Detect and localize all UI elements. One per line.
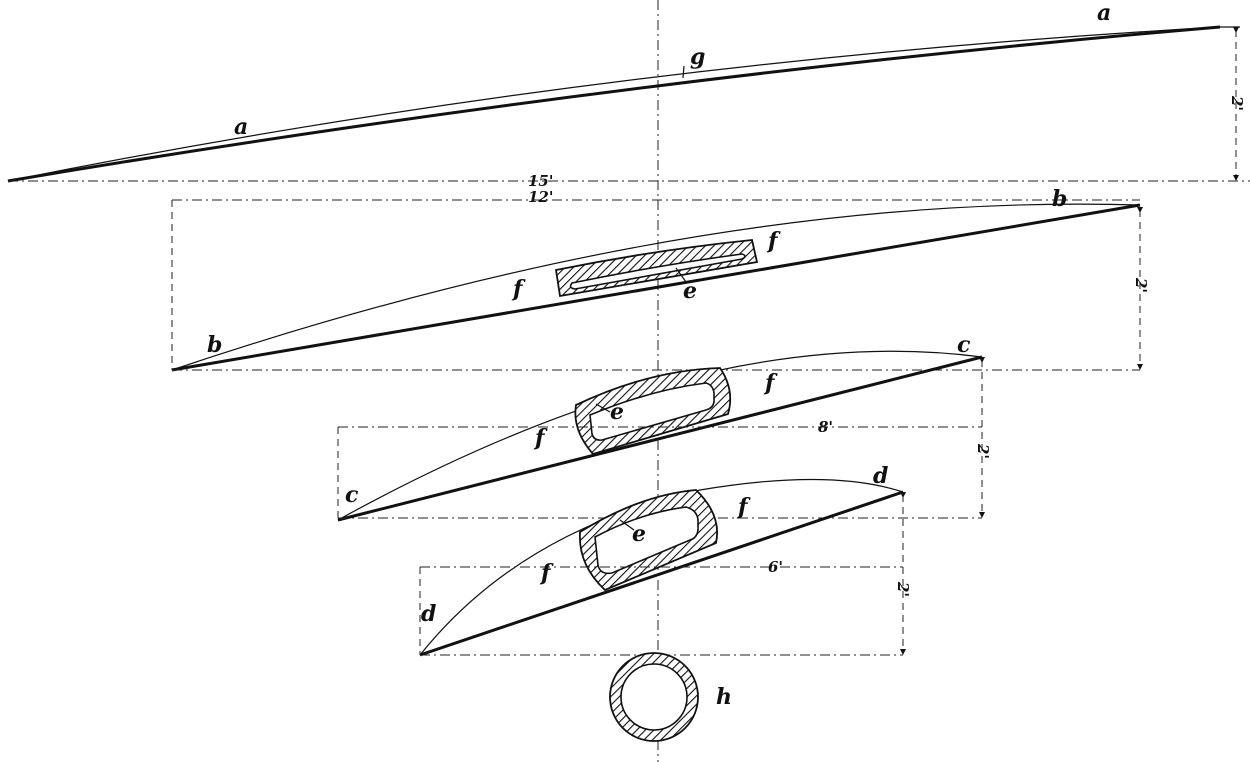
dimension-label-15ft: 15' [528, 172, 553, 190]
label-e-d: e [632, 521, 646, 547]
section-a [7, 25, 1250, 183]
section-c [337, 350, 985, 522]
label-b-right: b [1052, 186, 1067, 212]
dimension-label-12ft: 12' [528, 188, 553, 206]
dimension-label-height-a: 2' [1228, 95, 1246, 111]
dimension-label-8ft: 8' [818, 418, 833, 436]
label-d-left: d [421, 601, 436, 627]
label-f-d-right: f [736, 494, 751, 520]
dimension-label-height-b: 2' [1132, 277, 1150, 293]
label-a-left: a [234, 114, 248, 140]
label-d-right: d [873, 463, 888, 489]
label-b-left: b [207, 332, 222, 358]
label-f-c-left: f [533, 425, 548, 451]
label-c-left: c [345, 482, 359, 508]
label-a-right: a [1097, 0, 1111, 26]
dimension-label-6ft: 6' [768, 558, 783, 576]
section-d [419, 478, 906, 657]
section-h-tube [609, 652, 699, 742]
label-f-d-left: f [539, 560, 554, 586]
label-f-c-right: f [763, 370, 778, 396]
label-g: g [690, 44, 705, 70]
dimension-label-height-d: 2' [894, 581, 912, 597]
dimension-label-height-c: 2' [974, 443, 992, 459]
label-c-right: c [957, 332, 971, 358]
label-e-b: e [683, 278, 697, 304]
label-h: h [716, 684, 732, 710]
label-e-c: e [610, 399, 624, 425]
g-leader [682, 65, 685, 79]
label-f-b-right: f [766, 228, 781, 254]
section-b [171, 199, 1143, 372]
label-f-b-left: f [511, 276, 526, 302]
